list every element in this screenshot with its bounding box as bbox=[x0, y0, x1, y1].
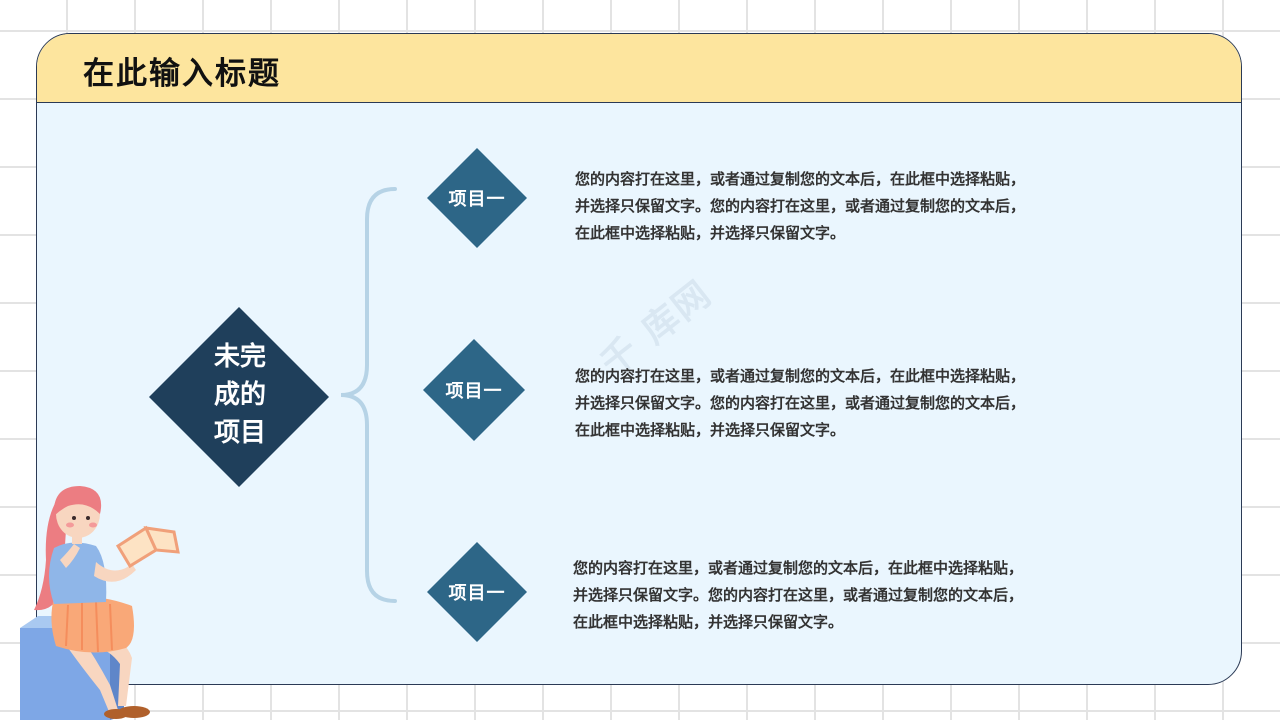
paragraph-line: 在此框中选择粘贴，并选择只保留文字。 bbox=[575, 224, 846, 242]
paragraph-line: 您的内容打在这里，或者通过复制您的文本后，在此框中选择粘贴， bbox=[573, 559, 1024, 577]
skirt bbox=[51, 596, 134, 653]
main-label-line: 未完 bbox=[213, 342, 266, 372]
arm-right bbox=[94, 562, 136, 582]
item-label-2[interactable]: 项目一 bbox=[445, 381, 503, 402]
item-diamond-1 bbox=[427, 148, 527, 248]
paragraph-line: 您的内容打在这里，或者通过复制您的文本后，在此框中选择粘贴， bbox=[575, 367, 1026, 385]
item-diamond-3 bbox=[427, 542, 527, 642]
paragraph-line: 并选择只保留文字。您的内容打在这里，或者通过复制您的文本后， bbox=[575, 197, 1026, 215]
cheek-left bbox=[66, 522, 74, 528]
book-right-page bbox=[143, 526, 180, 554]
page-title[interactable]: 在此输入标题 bbox=[83, 56, 281, 92]
main-diamond bbox=[149, 307, 329, 487]
skirt-pleats bbox=[65, 601, 113, 653]
cheek-right bbox=[89, 522, 97, 528]
girl-reading-illustration bbox=[20, 486, 180, 720]
paragraph-line: 并选择只保留文字。您的内容打在这里，或者通过复制您的文本后， bbox=[575, 394, 1026, 412]
main-label-line: 项目 bbox=[213, 418, 266, 448]
item-paragraph-2[interactable]: 您的内容打在这里，或者通过复制您的文本后，在此框中选择粘贴， 并选择只保留文字。… bbox=[575, 363, 1135, 444]
main-diamond-label[interactable]: 未完 成的 项目 bbox=[185, 338, 295, 452]
curly-bracket bbox=[340, 187, 397, 603]
paragraph-line: 在此框中选择粘贴，并选择只保留文字。 bbox=[573, 613, 844, 631]
paragraph-line: 在此框中选择粘贴，并选择只保留文字。 bbox=[575, 421, 846, 439]
item-paragraph-3[interactable]: 您的内容打在这里，或者通过复制您的文本后，在此框中选择粘贴， 并选择只保留文字。… bbox=[573, 555, 1133, 636]
paragraph-line: 并选择只保留文字。您的内容打在这里，或者通过复制您的文本后， bbox=[573, 586, 1024, 604]
item-diamond-2 bbox=[423, 339, 525, 441]
main-label-line: 成的 bbox=[213, 380, 266, 410]
paragraph-line: 您的内容打在这里，或者通过复制您的文本后，在此框中选择粘贴， bbox=[575, 170, 1026, 188]
item-label-3[interactable]: 项目一 bbox=[448, 583, 506, 604]
arm-left bbox=[60, 544, 80, 568]
item-paragraph-1[interactable]: 您的内容打在这里，或者通过复制您的文本后，在此框中选择粘贴， 并选择只保留文字。… bbox=[575, 166, 1135, 247]
eye-right bbox=[86, 516, 90, 520]
eye-left bbox=[72, 516, 76, 520]
shoe-left bbox=[104, 709, 128, 719]
neck bbox=[72, 532, 82, 544]
hair-top bbox=[53, 486, 102, 516]
title-bar: 在此输入标题 bbox=[37, 34, 1241, 103]
item-label-1[interactable]: 项目一 bbox=[448, 189, 506, 210]
